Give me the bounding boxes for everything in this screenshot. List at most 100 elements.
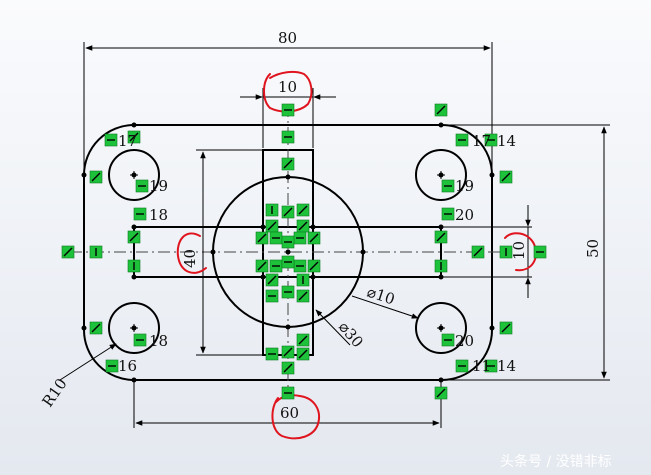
relation-marker-icon[interactable] bbox=[281, 345, 295, 359]
relation-marker-icon[interactable] bbox=[61, 245, 75, 259]
relation-marker-icon[interactable] bbox=[281, 157, 295, 171]
sketch-points[interactable] bbox=[81, 122, 495, 383]
sketch-point[interactable] bbox=[438, 122, 444, 128]
relation-marker-icon[interactable] bbox=[499, 321, 513, 335]
sketch-point[interactable] bbox=[489, 325, 495, 331]
relation-marker-icon[interactable] bbox=[265, 219, 279, 233]
relation-marker-icon[interactable] bbox=[265, 273, 279, 287]
relation-marker-icon[interactable] bbox=[281, 235, 295, 249]
dim-slot-width[interactable]: 10 bbox=[278, 78, 297, 96]
dim-inner-width[interactable]: 60 bbox=[280, 404, 299, 422]
relation-marker-icon[interactable] bbox=[89, 245, 103, 259]
sketch-point[interactable] bbox=[131, 325, 137, 331]
dim-slot-height[interactable]: 10 bbox=[510, 241, 528, 260]
relation-marker-icon[interactable] bbox=[484, 133, 498, 147]
relation-marker-icon[interactable] bbox=[533, 245, 547, 259]
relation-marker-icon[interactable] bbox=[105, 359, 119, 373]
relation-marker-icon[interactable] bbox=[127, 259, 141, 273]
relation-marker-icon[interactable] bbox=[104, 133, 118, 147]
tag-top-right-corner: 17 bbox=[472, 132, 491, 150]
relation-marker-icon[interactable] bbox=[89, 170, 103, 184]
sketch-point[interactable] bbox=[285, 324, 291, 330]
sketch-point[interactable] bbox=[285, 249, 291, 255]
sketch-point[interactable] bbox=[438, 224, 444, 230]
relation-marker-icon[interactable] bbox=[499, 170, 513, 184]
relation-marker-icon[interactable] bbox=[296, 273, 310, 287]
relation-marker-icon[interactable] bbox=[127, 130, 141, 144]
relation-marker-icon[interactable] bbox=[269, 259, 283, 273]
relation-marker-icon[interactable] bbox=[133, 333, 147, 347]
sketch-point[interactable] bbox=[489, 172, 495, 178]
relation-marker-icon[interactable] bbox=[281, 285, 295, 299]
relation-marker-icon[interactable] bbox=[296, 203, 310, 217]
relation-marker-icon[interactable] bbox=[455, 133, 469, 147]
relation-marker-icon[interactable] bbox=[255, 231, 269, 245]
relation-marker-icon[interactable] bbox=[455, 359, 469, 373]
hole-top-left[interactable] bbox=[108, 149, 160, 201]
relation-marker-icon[interactable] bbox=[434, 386, 448, 400]
relation-marker-icon[interactable] bbox=[265, 203, 279, 217]
relation-marker-icon[interactable] bbox=[434, 230, 448, 244]
relation-marker-icon[interactable] bbox=[434, 103, 448, 117]
sketch-point[interactable] bbox=[438, 274, 444, 280]
sketch-point[interactable] bbox=[310, 274, 316, 280]
relation-marker-icon[interactable] bbox=[484, 359, 498, 373]
relation-marker-icon[interactable] bbox=[293, 259, 307, 273]
relation-marker-icon[interactable] bbox=[296, 347, 310, 361]
relation-marker-icon[interactable] bbox=[296, 333, 310, 347]
sketch-point[interactable] bbox=[81, 172, 87, 178]
sketch-point[interactable] bbox=[131, 377, 137, 383]
relation-marker-icon[interactable] bbox=[135, 179, 149, 193]
relation-marker-icon[interactable] bbox=[269, 231, 283, 245]
dim-overall-height[interactable]: 50 bbox=[584, 239, 602, 258]
relation-marker-icon[interactable] bbox=[441, 207, 455, 221]
sketch-point[interactable] bbox=[81, 325, 87, 331]
hole-top-right[interactable] bbox=[415, 149, 467, 201]
relation-marker-icon[interactable] bbox=[265, 347, 279, 361]
tag-bottom-right-hole: 20 bbox=[455, 332, 474, 350]
dim-overall-width[interactable]: 80 bbox=[278, 29, 297, 47]
sketch-point[interactable] bbox=[260, 274, 266, 280]
relation-marker-icon[interactable] bbox=[307, 231, 321, 245]
dim-small-hole-diameter[interactable]: ⌀10 bbox=[365, 283, 397, 309]
sketch-point[interactable] bbox=[285, 174, 291, 180]
hole-bottom-right[interactable] bbox=[415, 302, 467, 354]
relation-marker-icon[interactable] bbox=[296, 289, 310, 303]
relation-marker-icon[interactable] bbox=[441, 333, 455, 347]
relation-marker-icon[interactable] bbox=[281, 130, 295, 144]
relation-marker-icon[interactable] bbox=[307, 259, 321, 273]
relation-marker-icon[interactable] bbox=[281, 103, 295, 117]
relation-marker-icon[interactable] bbox=[296, 219, 310, 233]
relation-marker-icon[interactable] bbox=[434, 259, 448, 273]
relation-marker-icon[interactable] bbox=[471, 245, 485, 259]
sketch-point[interactable] bbox=[131, 224, 137, 230]
sketch-point[interactable] bbox=[210, 249, 216, 255]
relation-marker-icon[interactable] bbox=[281, 386, 295, 400]
sketch-point[interactable] bbox=[131, 172, 137, 178]
relation-marker-icon[interactable] bbox=[127, 230, 141, 244]
sketch-point[interactable] bbox=[438, 325, 444, 331]
relation-marker-icon[interactable] bbox=[89, 321, 103, 335]
relation-marker-icon[interactable] bbox=[265, 289, 279, 303]
relation-marker-icon[interactable] bbox=[293, 231, 307, 245]
relation-markers[interactable] bbox=[61, 103, 547, 400]
sketch-point[interactable] bbox=[360, 249, 366, 255]
sketch-point[interactable] bbox=[310, 224, 316, 230]
hole-bottom-left[interactable] bbox=[108, 302, 160, 354]
relation-marker-icon[interactable] bbox=[255, 259, 269, 273]
relation-marker-icon[interactable] bbox=[281, 205, 295, 219]
dim-inner-height[interactable]: 40 bbox=[181, 249, 199, 268]
sketch-point[interactable] bbox=[438, 377, 444, 383]
sketch-point[interactable] bbox=[438, 172, 444, 178]
relation-marker-icon[interactable] bbox=[281, 255, 295, 269]
dim-circle-diameter[interactable]: ⌀30 bbox=[335, 318, 367, 351]
relation-marker-icon[interactable] bbox=[133, 207, 147, 221]
relation-marker-icon[interactable] bbox=[441, 179, 455, 193]
sketch-point[interactable] bbox=[131, 122, 137, 128]
relation-marker-icon[interactable] bbox=[281, 361, 295, 375]
dim-corner-radius[interactable]: R10 bbox=[39, 375, 71, 410]
sketch-point[interactable] bbox=[260, 224, 266, 230]
relation-marker-icon[interactable] bbox=[499, 245, 513, 259]
sketch-point[interactable] bbox=[131, 274, 137, 280]
